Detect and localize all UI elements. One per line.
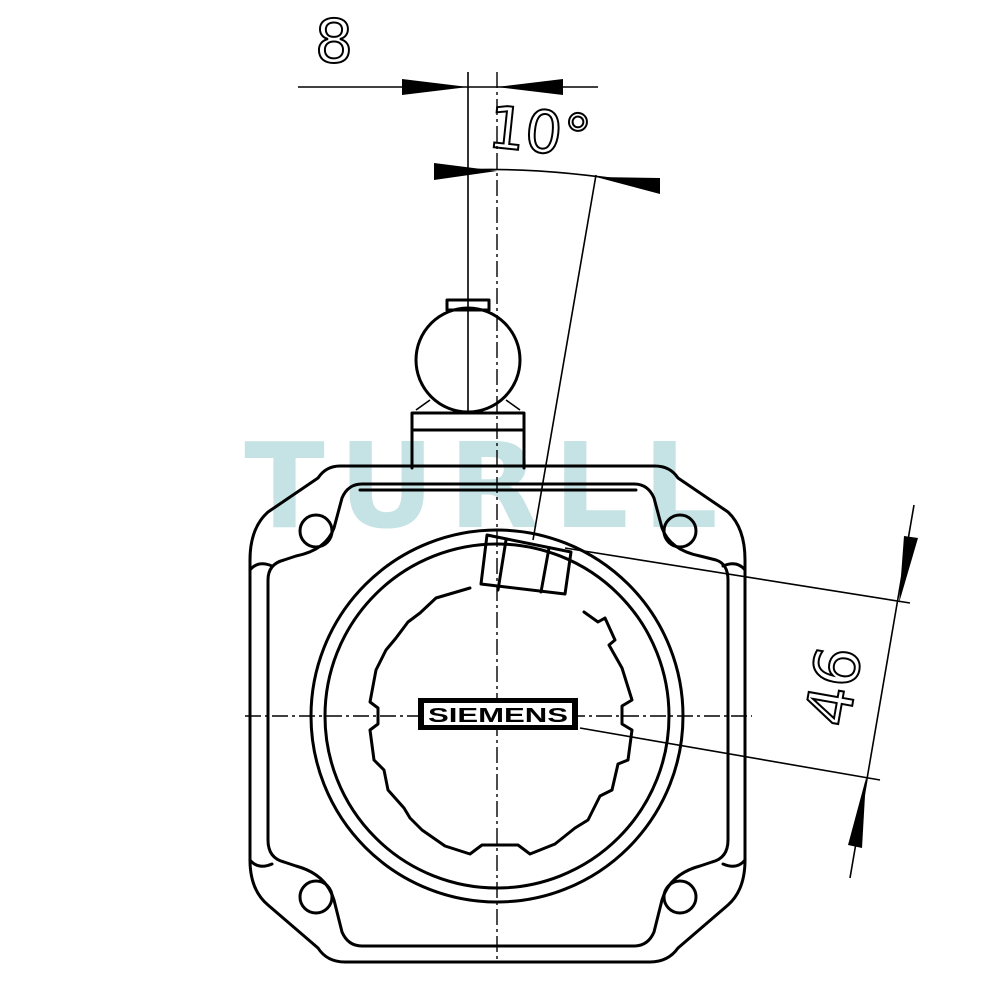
mounting-hole-top-left [298,513,334,549]
dimension-8-label: 8 [315,7,353,77]
dimension-46: 46 [564,504,918,879]
dimension-8: 8 [298,6,598,95]
mounting-hole-bottom-right [662,879,698,915]
mounting-hole-bottom-left [298,879,334,915]
dimension-10-label: 10° [485,93,594,171]
siemens-logo-plate: SIEMENS [418,698,578,730]
front-face [309,528,685,904]
dimension-10-degrees: 10° [433,92,661,541]
top-connector [410,298,526,470]
motor-housing [248,464,747,964]
dimension-46-label: 46 [791,641,877,731]
mounting-hole-top-right [662,513,698,549]
siemens-logo-text: SIEMENS [428,705,568,727]
